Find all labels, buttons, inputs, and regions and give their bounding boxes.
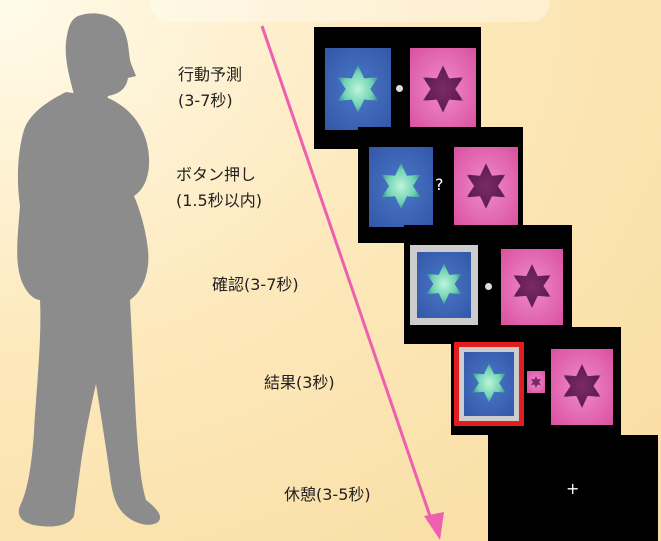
small-outcome-icon <box>527 371 545 393</box>
step-label-confirm: 確認(3-7秒) <box>212 272 299 298</box>
fixation-dot-icon <box>396 85 403 92</box>
pink-stimulus-icon <box>501 249 563 325</box>
step-label-button-press: ボタン押し (1.5秒以内) <box>176 162 262 214</box>
question-mark: ? <box>435 175 444 194</box>
step-label-result: 結果(3秒) <box>264 370 335 396</box>
trial-panel-rest: + <box>488 435 658 541</box>
blue-stimulus-icon <box>325 48 391 130</box>
step-title: ボタン押し <box>176 165 257 184</box>
step-title: 行動予測 <box>178 65 243 84</box>
step-title: 確認(3-7秒) <box>212 275 299 294</box>
step-duration: (3-7秒) <box>178 91 233 110</box>
fixation-dot-icon <box>485 283 492 290</box>
fixation-cross: + <box>566 479 580 498</box>
trial-panel-button-press: ? <box>358 127 523 243</box>
pink-stimulus-icon <box>410 48 476 130</box>
header-decoration <box>150 0 550 22</box>
blue-stimulus-selected-icon <box>410 245 478 325</box>
step-title: 休憩(3-5秒) <box>284 485 371 504</box>
blue-stimulus-result-icon <box>454 342 524 426</box>
blue-stimulus-icon <box>369 147 433 227</box>
trial-panel-confirm <box>404 225 572 344</box>
trial-panel-result <box>451 327 621 435</box>
step-label-prediction: 行動予測 (3-7秒) <box>178 62 242 114</box>
pink-stimulus-icon <box>551 349 613 425</box>
step-label-rest: 休憩(3-5秒) <box>284 482 371 508</box>
step-duration: (1.5秒以内) <box>176 191 262 210</box>
step-title: 結果(3秒) <box>264 373 335 392</box>
pink-stimulus-icon <box>454 147 518 227</box>
